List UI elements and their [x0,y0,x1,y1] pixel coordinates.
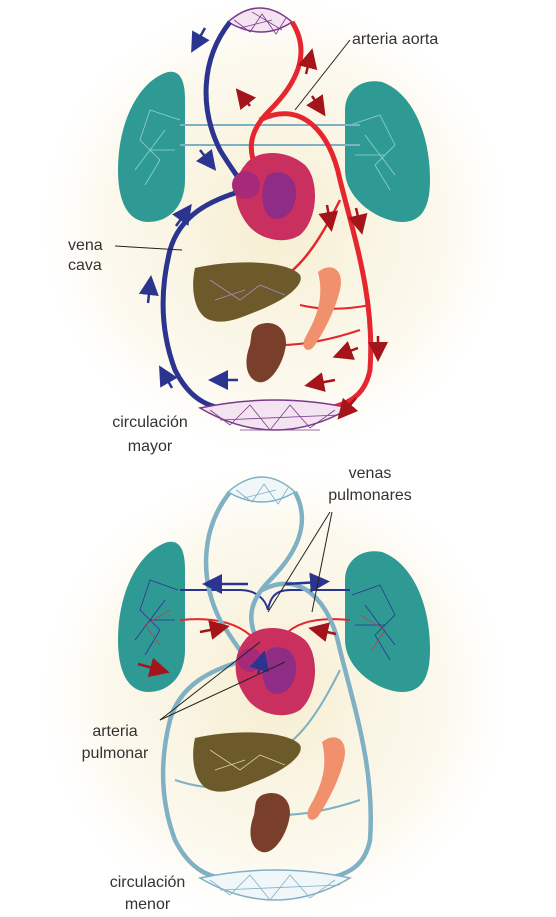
lung-vessels-bottom [134,579,396,661]
label-venas: venas [348,465,392,482]
upper-capillary-bed-bottom [226,476,297,505]
label-circulacion-mayor-2: mayor [127,438,173,455]
lung-icon [345,81,430,222]
label-arteria-aorta: arteria aorta [352,31,439,48]
aorta-leader-line [294,39,351,111]
intestine-icon [303,267,341,350]
liver-icon [193,262,301,322]
arteria-aorta-vessel [248,20,304,207]
descending-aorta [258,111,374,413]
lung-icon [118,71,185,222]
pulmonary-artery-right [284,618,351,636]
systemic-circulation-panel [45,0,505,450]
vena-cava-leader-line [114,245,183,251]
pulmonary-circulation-panel [45,470,505,917]
kidney-icon [246,322,286,383]
label-pulmonares: pulmonares [328,487,412,504]
lower-capillary-bed-bottom [197,869,353,901]
liver-icon [193,732,301,792]
label-arteria: arteria [92,723,138,740]
right-atrium [232,171,260,199]
label-circulacion-menor-2: menor [124,896,171,913]
label-vena: vena [68,237,103,254]
label-circulacion-mayor-1: circulación [112,414,188,431]
label-cava: cava [68,257,102,274]
kidney-icon [250,792,290,853]
arteria-pulmonar-leader-lines [159,641,286,721]
flow-arrows-bottom [137,572,337,678]
pulmonary-vein-right [267,589,350,611]
lung-vessels-top [134,109,396,191]
venas-pulmonares-leader-lines [267,511,333,613]
label-circulacion-menor-1: circulación [109,874,186,891]
lung-icon [345,551,430,692]
flow-arrows-top [138,27,388,420]
lung-icon [118,541,185,692]
label-pulmonar: pulmonar [81,745,149,762]
intestine-icon [307,737,345,820]
